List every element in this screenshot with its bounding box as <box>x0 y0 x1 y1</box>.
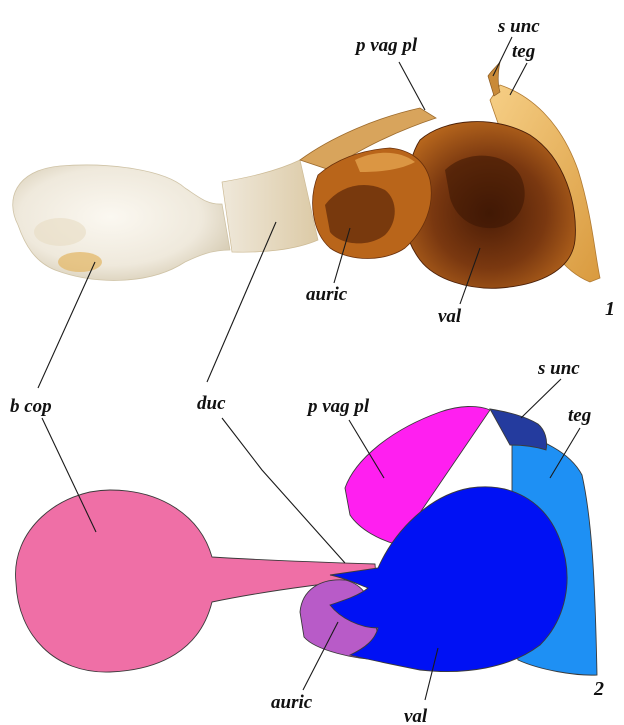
label-s-unc-2: s unc <box>537 358 580 379</box>
figure-number-2: 2 <box>593 678 604 700</box>
label-val-2: val <box>404 706 428 725</box>
figure-number-1: 1 <box>605 298 615 320</box>
schematic-uncus-sclerite <box>490 409 547 450</box>
label-auric-1: auric <box>306 284 348 305</box>
label-auric-2: auric <box>271 692 313 713</box>
photo-uncus-spine <box>488 62 500 96</box>
figure-1-photo <box>13 62 600 288</box>
label-duc-2: duc <box>197 393 226 414</box>
photo-ductus-bursae <box>222 160 318 252</box>
photo-bursa-stain <box>58 252 102 272</box>
label-b-cop-2: b cop <box>10 396 52 417</box>
label-s-unc-1: s unc <box>497 16 540 37</box>
label-val-1: val <box>438 306 462 327</box>
figure-2-schematic <box>16 406 597 675</box>
label-teg-2: teg <box>568 405 591 426</box>
leader-s-unc-2 <box>521 379 561 418</box>
label-p-vag-pl-2: p vag pl <box>306 396 370 417</box>
leader-b-cop-photo <box>38 262 95 388</box>
leader-s-unc-1 <box>493 37 512 76</box>
label-p-vag-pl-1: p vag pl <box>354 35 418 56</box>
label-teg-1: teg <box>512 41 535 62</box>
photo-bursa-stain <box>34 218 86 246</box>
leader-duc-2 <box>222 418 345 563</box>
leader-teg-1 <box>510 63 527 95</box>
leader-p-vag-pl-1 <box>399 62 425 110</box>
